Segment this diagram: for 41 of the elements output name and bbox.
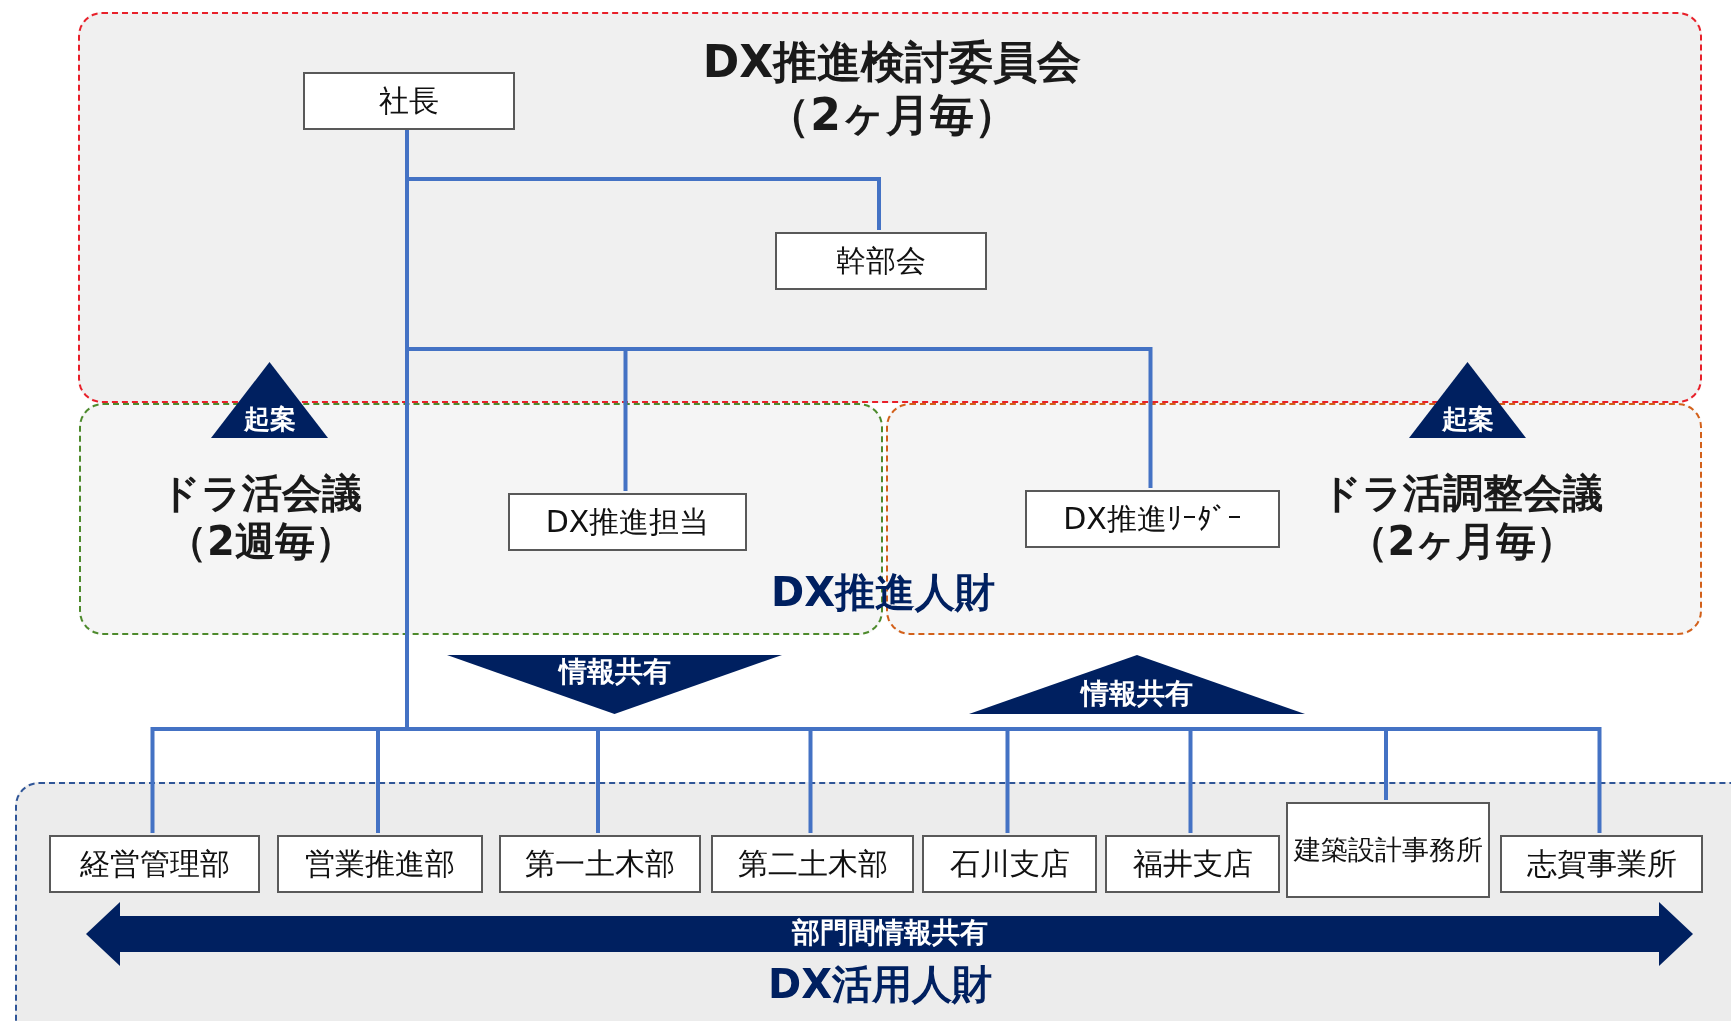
group-title: ドラ活会議（2週毎） — [159, 469, 363, 565]
triangle-badge — [211, 362, 328, 438]
org-box — [1500, 835, 1703, 893]
group-title: ドラ活調整会議（2ヶ月毎） — [1320, 469, 1604, 565]
dashed-group-frame — [78, 12, 1702, 403]
org-box — [1286, 802, 1490, 898]
box-label: 幹部会 — [836, 243, 926, 279]
box-label: 営業推進部 — [305, 846, 455, 882]
triangle-badge — [969, 655, 1305, 714]
org-box — [775, 232, 987, 290]
box-label: 第一土木部 — [525, 846, 675, 882]
box-label: DX推進担当 — [545, 504, 710, 540]
triangle-label: 起案 — [242, 403, 297, 435]
triangle-badge — [1409, 362, 1526, 438]
org-box — [303, 72, 515, 130]
box-label: 経営管理部 — [79, 846, 230, 882]
org-box — [277, 835, 483, 893]
triangle-label: 情報共有 — [557, 655, 672, 689]
group-title: DX活用人財 — [766, 960, 993, 1008]
org-box — [1025, 490, 1280, 548]
org-box — [499, 835, 701, 893]
box-label: 第二土木部 — [737, 846, 888, 882]
double-headed-arrow — [86, 902, 1693, 966]
box-label: 福井支店 — [1132, 846, 1253, 882]
box-label: 石川支店 — [949, 846, 1070, 882]
box-label: 建築設計事務所 — [1293, 834, 1483, 866]
box-label: 社長 — [379, 83, 439, 119]
org-box — [922, 835, 1097, 893]
org-box — [1105, 835, 1280, 893]
box-label: 志賀事業所 — [1526, 846, 1677, 882]
triangle-badge — [447, 655, 782, 714]
triangle-label: 情報共有 — [1079, 677, 1194, 711]
org-box — [49, 835, 260, 893]
box-label: DX推進ﾘｰﾀﾞｰ — [1063, 501, 1242, 537]
org-box — [508, 493, 747, 551]
dashed-group-frame — [15, 782, 1731, 1021]
group-title: DX推進人財 — [769, 568, 996, 616]
group-title: DX推進検討委員会（2ヶ月毎） — [701, 36, 1083, 142]
triangle-label: 起案 — [1440, 403, 1495, 435]
org-box — [711, 835, 914, 893]
arrow-label: 部門間情報共有 — [790, 916, 989, 950]
